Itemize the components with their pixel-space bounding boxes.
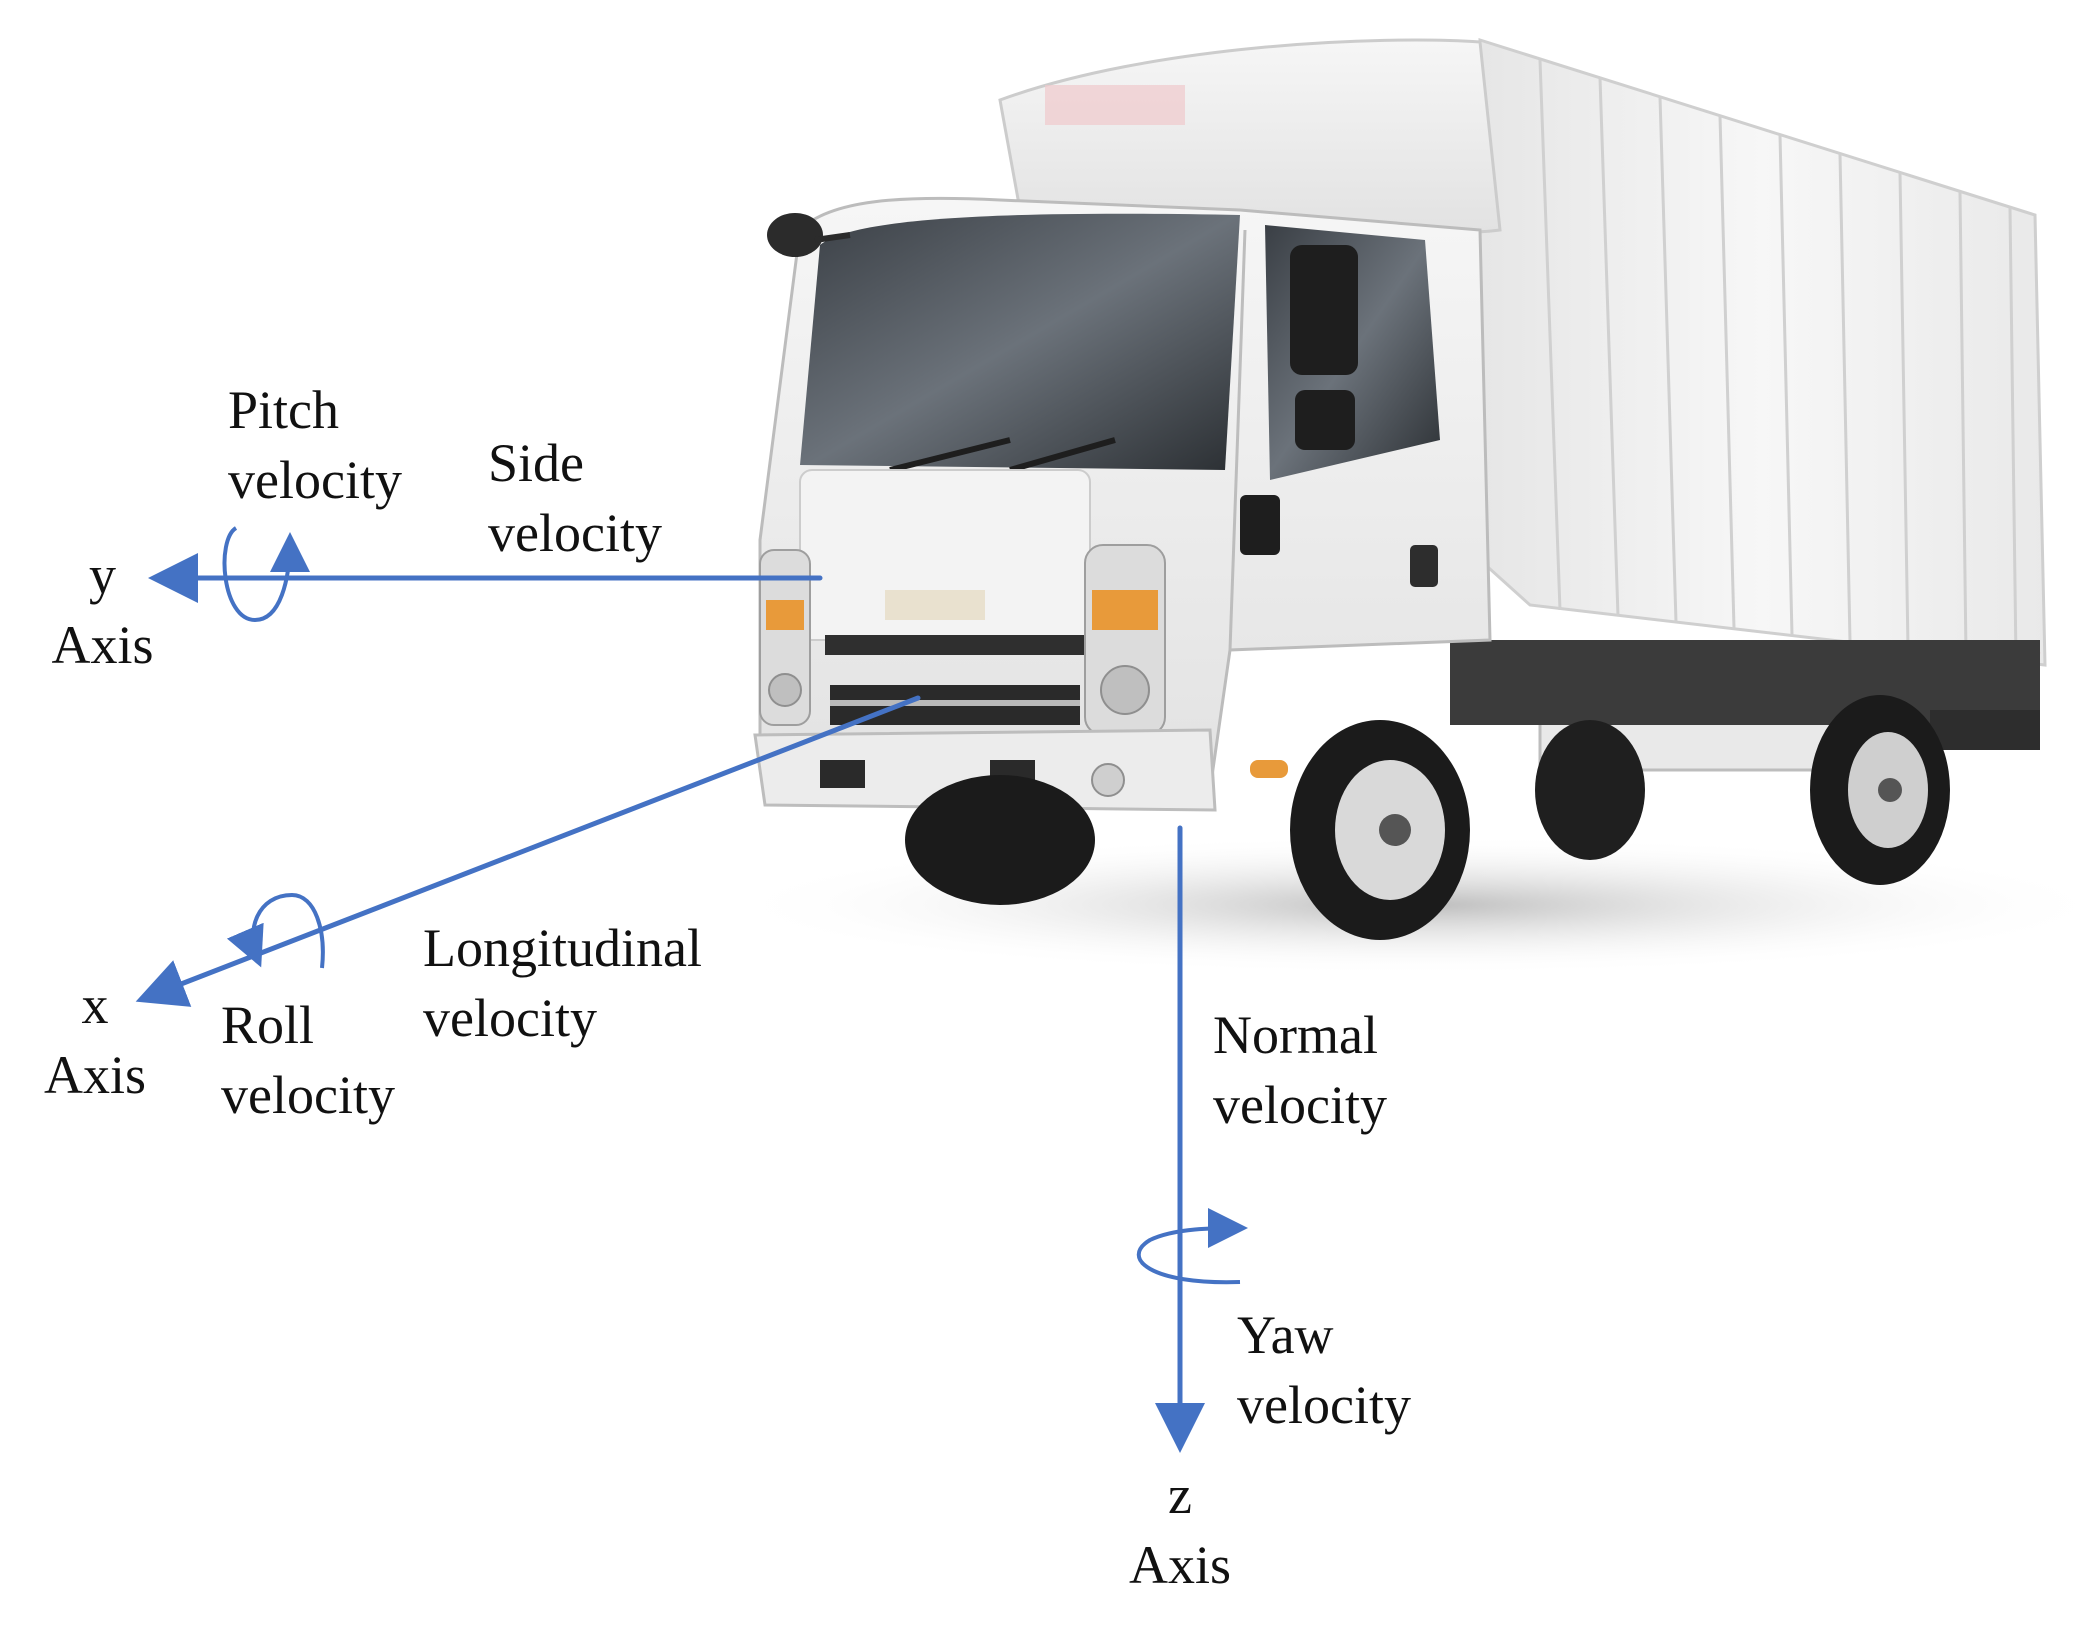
front-wheel (1290, 720, 1470, 940)
truck-illustration (720, 37, 2094, 975)
cargo-box-ribs (1538, 59, 2018, 661)
front-wheel-near (905, 775, 1095, 905)
blurred-roof-badge (1045, 85, 1185, 125)
yaw-rotation-icon (1136, 1208, 1248, 1285)
side-velocity-label: Side velocity (488, 433, 662, 563)
side-mirror-lower (1295, 390, 1355, 450)
roll-velocity-label: Roll velocity (221, 995, 395, 1125)
x-axis-label: x Axis (43, 975, 146, 1105)
left-headlight (759, 549, 811, 726)
right-headlight (1084, 544, 1166, 736)
roll-rotation-icon (226, 892, 325, 969)
bumper-vent-left (820, 760, 865, 788)
y-axis-label: y Axis (51, 545, 154, 675)
fog-light (1091, 763, 1125, 797)
side-marker (1250, 760, 1288, 778)
grille-chrome-bar (830, 700, 1080, 706)
pitch-velocity-label: Pitch velocity (228, 380, 402, 510)
side-mirror (1290, 245, 1358, 375)
rear-wheel-inner (1535, 720, 1645, 860)
blurred-brand-badge (885, 590, 985, 620)
rear-bumper (1930, 710, 2040, 750)
door-seam (1228, 229, 1247, 651)
door-handle (1410, 545, 1438, 587)
z-axis-label: z Axis (1128, 1465, 1231, 1595)
x-axis-arrow (135, 695, 921, 1007)
yaw-velocity-label: Yaw velocity (1237, 1305, 1411, 1435)
normal-velocity-label: Normal velocity (1213, 1005, 1387, 1135)
door-mirror (1240, 495, 1280, 555)
windshield (800, 213, 1240, 470)
mirror-arm (814, 232, 851, 243)
wipers (889, 437, 1116, 473)
longitudinal-velocity-label: Longitudinal velocity (423, 918, 702, 1048)
grille-upper (825, 635, 1085, 655)
pitch-rotation-icon (222, 526, 310, 623)
axes (135, 553, 1205, 1453)
left-mirror (767, 213, 823, 257)
cargo-box (1478, 37, 2047, 667)
rear-wheel (1810, 695, 1950, 885)
